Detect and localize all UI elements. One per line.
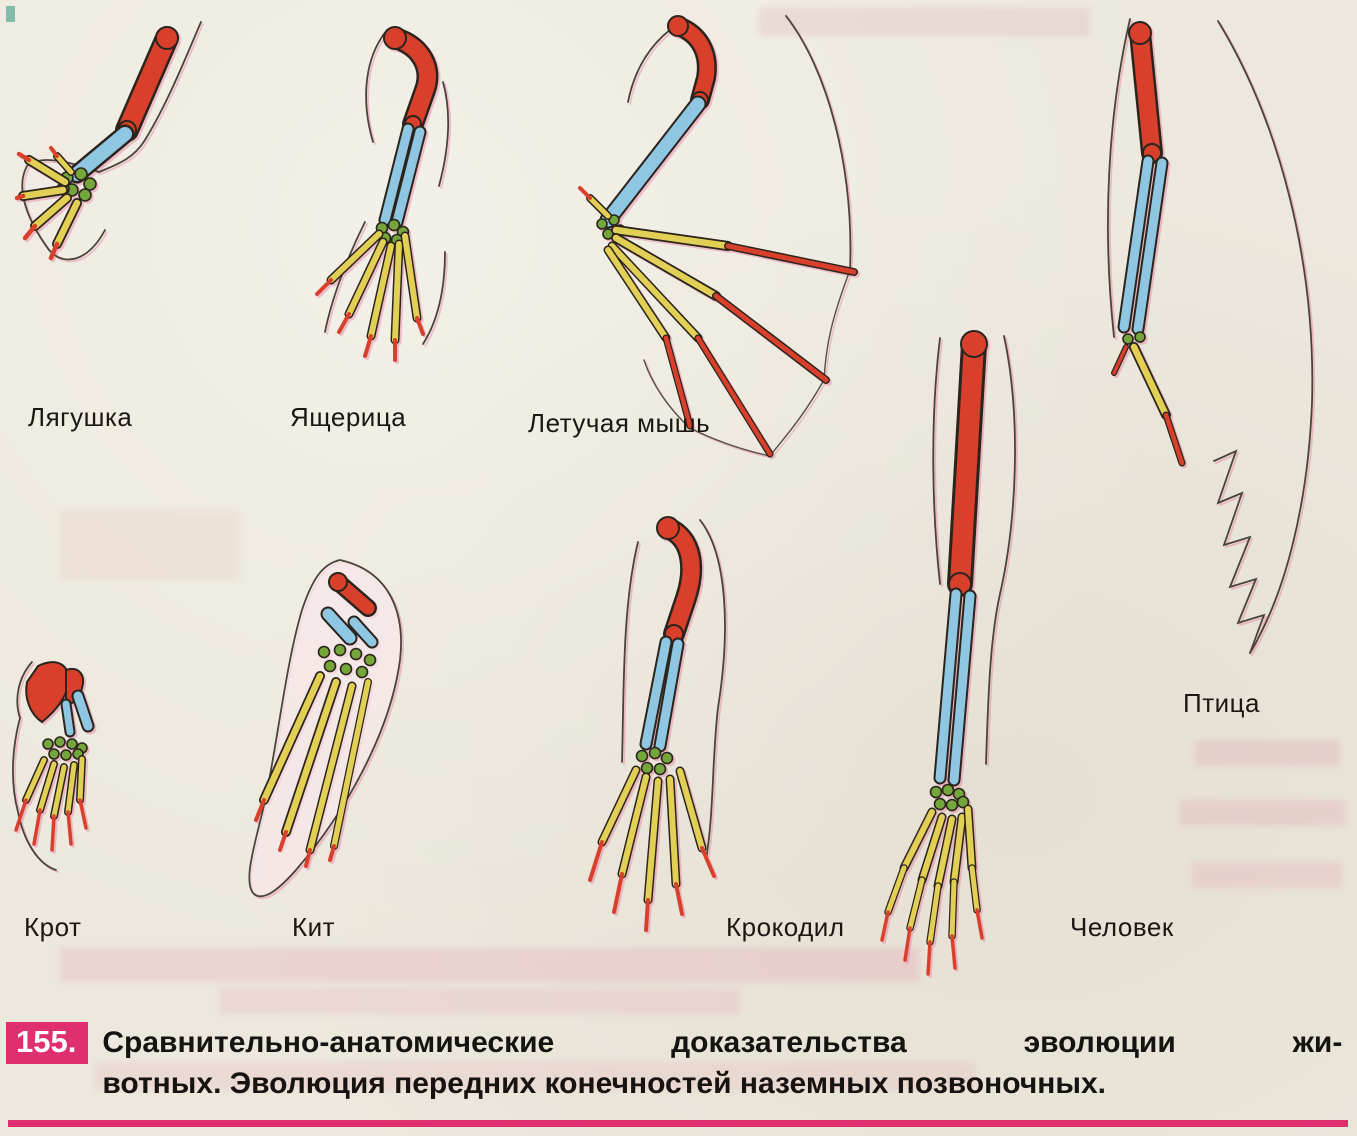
print-bleedthrough — [1195, 740, 1340, 766]
figure-caption-line-2: вотных. Эволюция передних конечностей на… — [102, 1067, 1107, 1101]
print-bleedthrough — [220, 988, 740, 1014]
figure-caption-line-1: Сравнительно-анатомические доказательств… — [102, 1026, 1343, 1059]
print-bleedthrough — [1180, 800, 1345, 826]
label-frog: Лягушка — [28, 402, 133, 432]
frog-limb-illustration — [14, 12, 220, 282]
figure-number-badge: 155. — [6, 1022, 89, 1065]
label-bat: Летучая мышь — [528, 408, 711, 438]
lizard-limb-illustration — [295, 22, 500, 382]
bat-wing-illustration — [528, 8, 918, 518]
label-whale: Кит — [292, 912, 336, 942]
print-bleedthrough — [1192, 862, 1342, 888]
whale-flipper-illustration — [222, 552, 447, 922]
mole-limb-illustration — [8, 652, 138, 887]
label-bird: Птица — [1183, 688, 1260, 718]
figure-caption: 155. Сравнительно-анатомические доказате… — [6, 1022, 1350, 1105]
human-arm-illustration — [878, 328, 1073, 1008]
print-bleedthrough — [60, 510, 240, 580]
scan-artifact — [6, 6, 15, 22]
label-human: Человек — [1070, 912, 1174, 942]
label-crocodile: Крокодил — [726, 912, 845, 942]
figure-caption-text: Сравнительно-анатомические доказательств… — [102, 1022, 1342, 1105]
bird-wing-illustration — [1078, 15, 1350, 680]
label-mole: Крот — [24, 912, 82, 942]
crocodile-limb-illustration — [582, 512, 807, 972]
page-bottom-rule — [8, 1120, 1348, 1127]
label-lizard: Ящерица — [290, 402, 407, 432]
